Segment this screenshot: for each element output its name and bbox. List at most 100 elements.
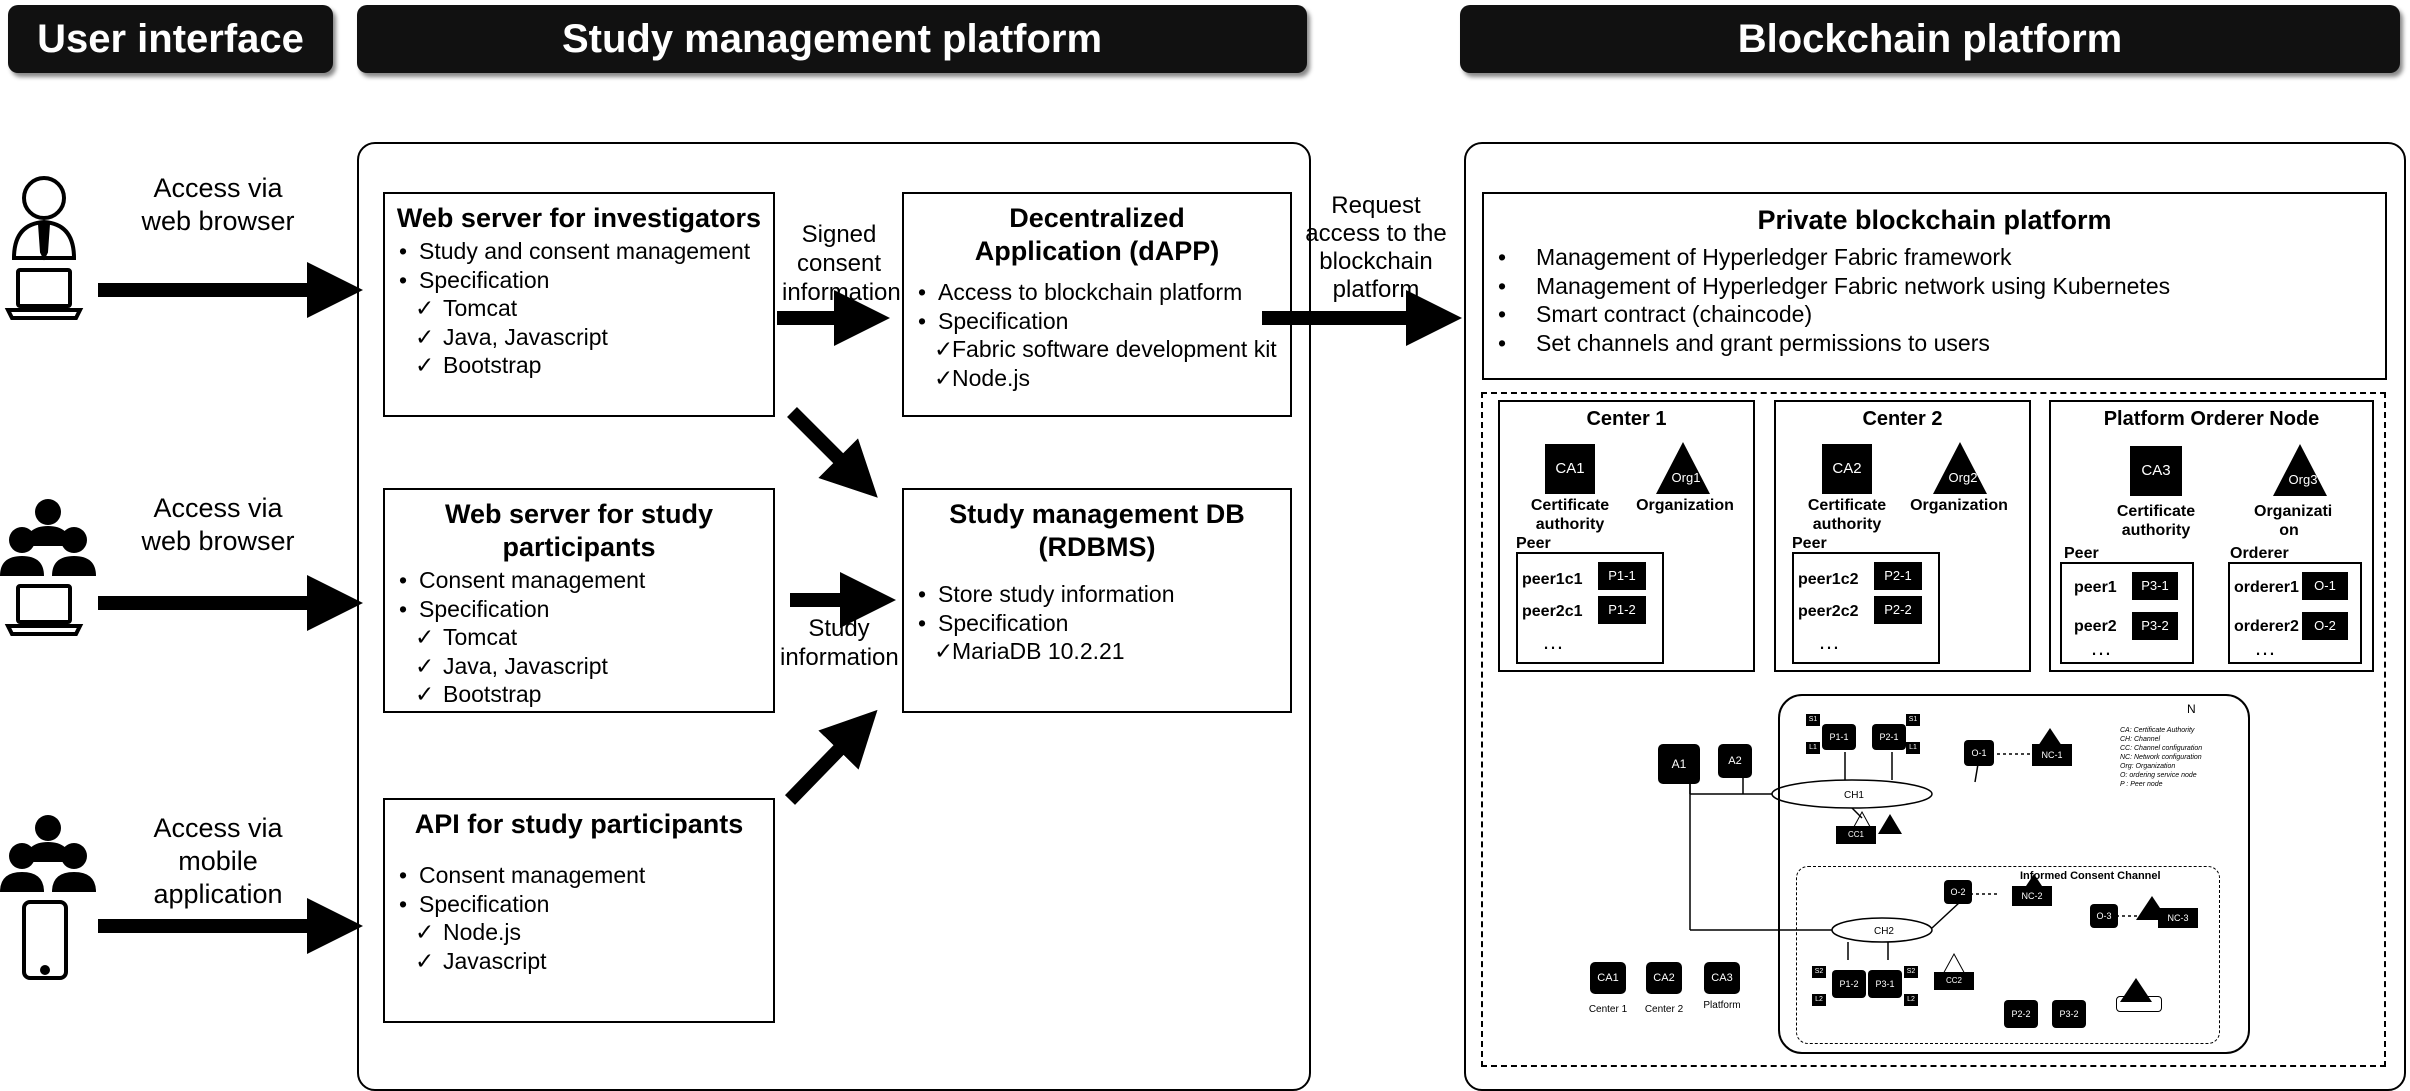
cc2-node: CC2 — [1934, 972, 1974, 990]
peer-name: peer2 — [2074, 618, 2117, 635]
cc1-node: CC1 — [1836, 826, 1876, 844]
request-access-label: Request access to the blockchain platfor… — [1305, 192, 1447, 303]
list-item: Specification — [904, 307, 1290, 336]
l1-tag: L1 — [1906, 742, 1920, 754]
orderer-node: O-2 — [2302, 612, 2348, 640]
center-title: Center 2 — [1862, 408, 1943, 430]
orderer-node: O-1 — [2302, 572, 2348, 600]
center-title: Center 1 — [1586, 408, 1667, 430]
s1-tag: S1 — [1806, 714, 1820, 726]
legend-item: O: ordering service node — [2120, 772, 2197, 779]
investigator-icon — [11, 176, 77, 261]
access-label-1: Access via web browser — [141, 173, 295, 236]
box-title: Decentralized Application (dAPP) — [974, 203, 1220, 266]
list-item: Specification — [904, 609, 1290, 638]
org-label: Organization — [1910, 497, 2008, 514]
peer-name: peer1 — [2074, 579, 2117, 596]
box-title: Web server for investigators — [396, 203, 762, 233]
arrow-api-db — [784, 709, 878, 805]
laptop-icon — [4, 584, 84, 636]
list-item: Consent management — [385, 861, 773, 890]
peer-node: P2-1 — [1874, 562, 1922, 590]
legend-item: CA: Certificate Authority — [2120, 727, 2195, 734]
icc-label: Informed Consent Channel — [2020, 870, 2161, 882]
dapp-box: Decentralized Application (dAPP) Access … — [902, 192, 1292, 417]
network-legend: CA: Certificate Authority CH: Channel CC… — [2120, 726, 2202, 789]
center-title: Platform Orderer Node — [2103, 408, 2320, 430]
org3-triangle — [2273, 444, 2327, 496]
p32-node: P3-2 — [2052, 1000, 2086, 1028]
l2-tag: L2 — [1812, 994, 1826, 1006]
ca-block: CA1 — [1545, 444, 1595, 494]
peer-name: peer1c2 — [1798, 571, 1859, 588]
orderer-name: orderer2 — [2234, 618, 2299, 635]
list-item: Specification — [385, 890, 773, 919]
org-triangles — [1656, 442, 2327, 496]
list-item: Bootstrap — [385, 351, 773, 380]
legend-item: CH: Channel — [2120, 736, 2161, 743]
list-item: Javascript — [385, 947, 773, 976]
ca2-legend-label: Center 2 — [1644, 1004, 1684, 1015]
box-title: Private blockchain platform — [1757, 205, 2112, 235]
p22-node: P2-2 — [2004, 1000, 2038, 1028]
private-blockchain-box: Private blockchain platform Management o… — [1482, 192, 2387, 380]
list-item: Fabric software development kit — [904, 335, 1290, 364]
study-db-box: Study management DB (RDBMS) Store study … — [902, 488, 1292, 713]
s1-tag: S1 — [1906, 714, 1920, 726]
ch1-label: CH1 — [1843, 790, 1864, 801]
orderer-name: orderer1 — [2234, 579, 2299, 596]
informed-consent-channel — [1796, 866, 2220, 1044]
more-ellipsis: … — [1818, 629, 1840, 654]
web-server-investigators: Web server for investigators Study and c… — [383, 192, 775, 417]
box-title: Web server for study participants — [444, 499, 714, 562]
list-item: Management of Hyperledger Fabric framewo… — [1484, 243, 2385, 272]
group-icon — [0, 499, 96, 576]
list-item: Specification — [385, 595, 773, 624]
peer-node: P1-2 — [1598, 596, 1646, 624]
ca-label: Certificate authority — [1530, 497, 1610, 533]
ca-block: CA3 — [2130, 446, 2182, 496]
network-area — [1481, 392, 2386, 1067]
list-item: Set channels and grant permissions to us… — [1484, 329, 2385, 358]
o3-node: O-3 — [2090, 904, 2118, 928]
org2-text: Org2 — [1949, 470, 1978, 485]
more-ellipsis: … — [1542, 629, 1564, 654]
list-item: Smart contract (chaincode) — [1484, 300, 2385, 329]
list-item: Specification — [385, 266, 773, 295]
web-server-participants: Web server for study participants Consen… — [383, 488, 775, 713]
p21-node: P2-1 — [1872, 724, 1906, 750]
ca3-legend: CA3 — [1704, 962, 1740, 994]
list-item: Study and consent management — [385, 237, 773, 266]
ca1-legend-label: Center 1 — [1588, 1004, 1628, 1015]
network-n-label: N — [2187, 702, 2196, 716]
ca3-legend-label: Platform — [1703, 1000, 1741, 1011]
peer-node: P3-2 — [2132, 612, 2178, 640]
more-ellipsis: … — [2254, 635, 2276, 660]
legend-item: NC: Network configuration — [2120, 754, 2202, 761]
list-item: Java, Javascript — [385, 323, 773, 352]
list-item: Management of Hyperledger Fabric network… — [1484, 272, 2385, 301]
box-title: Study management DB (RDBMS) — [949, 499, 1245, 562]
org2-triangle — [1933, 442, 1987, 494]
network-boundary — [1778, 694, 2250, 1054]
l1-tag: L1 — [1806, 742, 1820, 754]
access-label-2: Access via web browser — [141, 493, 295, 556]
o1-node: O-1 — [1964, 740, 1994, 766]
s2-tag: S2 — [1812, 966, 1826, 978]
flow-arrows — [98, 262, 1462, 954]
ch2-label: CH2 — [1873, 926, 1894, 937]
s2-tag: S2 — [1904, 966, 1918, 978]
peer-group-label: Peer — [1792, 535, 1827, 552]
org-label: Organizati on — [2254, 503, 2333, 539]
legend-item: Org: Organization — [2120, 763, 2176, 770]
more-ellipsis: … — [2090, 635, 2112, 660]
blockchain-header: Blockchain platform — [1460, 5, 2400, 73]
peer-group-label: Peer — [2064, 545, 2099, 562]
peer-name: peer1c1 — [1522, 571, 1583, 588]
peer-group-label: Peer — [1516, 535, 1551, 552]
smartphone-icon — [22, 900, 68, 980]
group-icon — [0, 815, 96, 892]
